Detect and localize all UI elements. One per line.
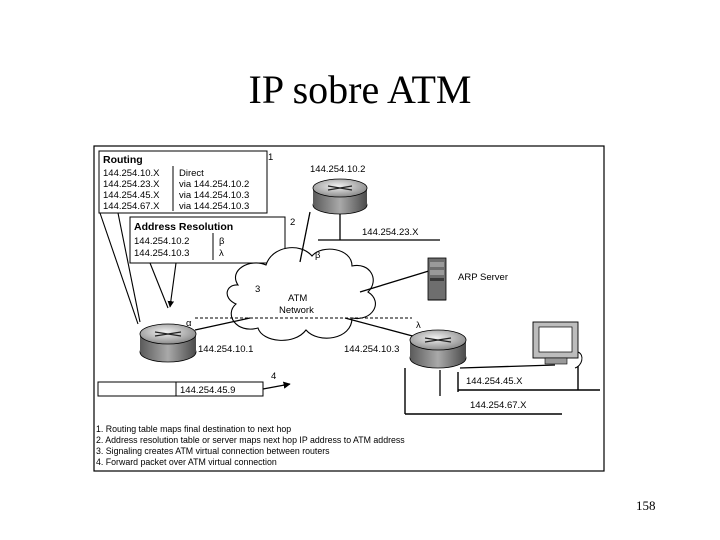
routing-via-3: via 144.254.10.3	[179, 190, 249, 201]
router-left-ip: 144.254.10.1	[198, 344, 253, 355]
routing-dest-3: 144.254.45.X	[103, 190, 160, 201]
legend-step-4: 4. Forward packet over ATM virtual conne…	[96, 457, 277, 467]
router-top-ip: 144.254.10.2	[310, 164, 365, 175]
legend-step-1: 1. Routing table maps final destination …	[96, 424, 291, 434]
steps-legend: 1. Routing table maps final destination …	[96, 424, 405, 467]
forward-step-number: 4	[271, 371, 276, 382]
address-step-number: 2	[290, 217, 295, 228]
forwarded-packet: 144.254.45.9 4	[97, 371, 291, 397]
routing-table: Routing 1 144.254.10.X Direct 144.254.23…	[98, 150, 273, 214]
routing-dest-2: 144.254.23.X	[103, 179, 160, 190]
router-icon	[409, 329, 467, 369]
router-icon	[139, 323, 197, 363]
routing-via-4: via 144.254.10.3	[179, 201, 249, 212]
subnet-23-label: 144.254.23.X	[362, 227, 419, 238]
arp-server-icon	[427, 257, 447, 301]
routing-table-title: Routing	[103, 154, 143, 166]
slide-title: IP sobre ATM	[248, 67, 472, 112]
workstation-icon	[532, 321, 583, 369]
arp-server-label: ARP Server	[458, 272, 508, 283]
subnet-67-label: 144.254.67.X	[470, 400, 527, 411]
legend-step-2: 2. Address resolution table or server ma…	[96, 435, 405, 445]
routing-dest-4: 144.254.67.X	[103, 201, 160, 212]
signaling-step-number: 3	[255, 284, 260, 295]
address-atm-1: β	[219, 236, 225, 247]
table-pointer-lines	[99, 212, 177, 325]
right-lan-lines	[404, 366, 600, 415]
router-top-atm: β	[315, 250, 321, 261]
routing-via-1: Direct	[179, 168, 204, 179]
atm-cloud-label-1: ATM	[288, 293, 307, 304]
router-left-atm: α	[186, 318, 192, 329]
routing-dest-1: 144.254.10.X	[103, 168, 160, 179]
address-ip-2: 144.254.10.3	[134, 248, 189, 259]
legend-step-3: 3. Signaling creates ATM virtual connect…	[96, 446, 330, 456]
page-number: 158	[636, 498, 656, 513]
routing-step-number: 1	[268, 152, 273, 163]
address-ip-1: 144.254.10.2	[134, 236, 189, 247]
router-right-ip: 144.254.10.3	[344, 344, 399, 355]
subnet-45-label: 144.254.45.X	[466, 376, 523, 387]
router-right-atm: λ	[416, 320, 421, 331]
packet-destination: 144.254.45.9	[180, 385, 235, 396]
address-resolution-table: Address Resolution 2 144.254.10.2 β 144.…	[129, 216, 295, 264]
network-links	[194, 208, 556, 396]
address-resolution-title: Address Resolution	[134, 221, 233, 233]
router-icon	[312, 178, 368, 215]
atm-cloud-icon: ATM Network 3	[226, 247, 376, 341]
address-atm-2: λ	[219, 248, 224, 259]
routing-via-2: via 144.254.10.2	[179, 179, 249, 190]
atm-cloud-label-2: Network	[279, 305, 314, 316]
